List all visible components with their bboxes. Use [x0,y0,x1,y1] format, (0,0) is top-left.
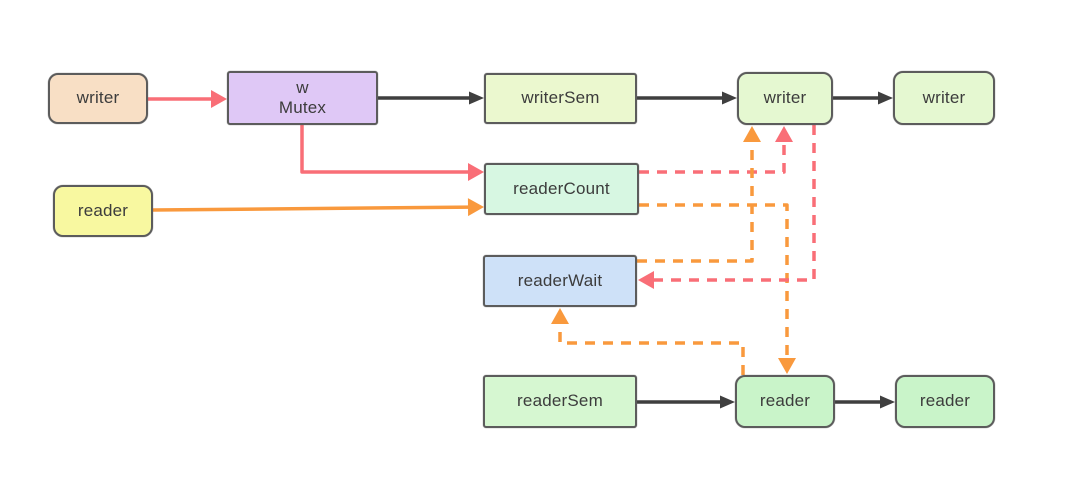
node-w-mutex: w Mutex [227,71,378,125]
edge-mutex-to-readercount [300,125,471,174]
arrowhead-mutex-to-readercount [468,163,484,181]
node-label: readerCount [513,178,610,198]
arrowhead-writersem-to-writer1 [722,91,737,105]
node-writer-sem: writerSem [484,73,637,124]
arrowhead-readercount-to-writer1 [775,126,793,142]
node-label: writer [76,88,120,108]
node-label: writer [922,87,966,107]
arrowhead-writer1-to-writer2 [878,91,893,105]
node-label: readerWait [517,270,603,290]
arrowhead-readersem-to-reader1 [720,395,735,409]
arrowhead-reader1-to-readerwait [551,308,569,324]
arrowhead-reader1-to-reader2 [880,395,895,409]
node-label: writer [763,88,807,108]
arrowhead-readerwait-to-writer1 [743,126,761,142]
node-label: writerSem [521,88,600,108]
arrowhead-writer1-to-readerwait [638,271,654,289]
node-label: w Mutex [278,77,327,117]
node-label: readerSem [517,391,603,411]
node-label: reader [919,391,971,411]
edge-readercount-to-reader1 [639,203,789,361]
node-writer-queue-1: writer [737,72,833,125]
edge-reader-to-readercount [152,205,472,212]
arrowhead-readercount-to-reader1 [778,358,796,374]
node-reader-sem: readerSem [483,375,637,428]
arrowhead-writer-to-mutex [211,90,227,108]
node-reader-count: readerCount [484,163,639,215]
node-label: reader [77,200,129,220]
node-label: reader [759,391,811,411]
arrowhead-mutex-to-writersem [469,91,484,105]
edge-readerwait-to-writer1 [637,139,754,263]
node-writer-queue-2: writer [893,71,995,125]
node-reader-queue-2: reader [895,375,995,428]
edge-readercount-to-writer1 [639,139,786,174]
edge-writer1-to-readerwait [651,125,816,282]
node-reader-client: reader [53,185,153,237]
node-reader-wait: readerWait [483,255,637,307]
node-writer-client: writer [48,73,148,124]
node-reader-queue-1: reader [735,375,835,428]
edge-reader1-to-readerwait [558,321,745,375]
arrowhead-reader-to-readercount [467,198,484,217]
